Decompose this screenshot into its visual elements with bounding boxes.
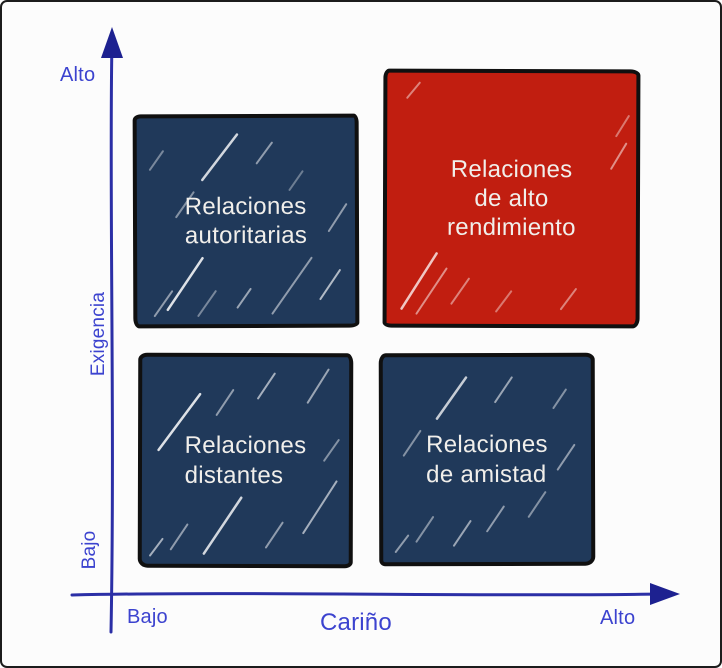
quadrant-relaciones-de-alto-rendimiento: Relaciones de alto rendimiento [382,68,641,329]
x-axis-low-label: Bajo [127,606,168,628]
hatch-texture [142,357,350,565]
quadrant-label: Relaciones autoritarias [184,192,308,250]
y-axis-arrowhead [101,27,123,58]
x-axis-title: Cariño [320,609,392,636]
quadrant-label: Relaciones de amistad [426,431,548,488]
quadrant-label: Relaciones de alto rendimiento [446,155,576,242]
hatch-texture [387,73,637,325]
y-axis-low-label: Bajo [79,530,100,570]
quadrant-relaciones-distantes: Relaciones distantes [137,352,354,569]
y-axis-high-label: Alto [60,64,96,86]
quadrant-label: Relaciones distantes [184,432,307,489]
quadrant-relaciones-de-amistad: Relaciones de amistad [378,352,596,567]
quadrant-relaciones-autoritarias: Relaciones autoritarias [132,113,360,329]
hatch-texture [383,357,592,563]
y-axis-title: Exigencia [88,291,109,377]
x-axis-arrowhead [650,583,680,605]
x-axis-high-label: Alto [600,607,636,629]
y-axis-line [109,40,114,634]
x-axis-line [70,592,662,597]
hatch-texture [137,118,356,325]
